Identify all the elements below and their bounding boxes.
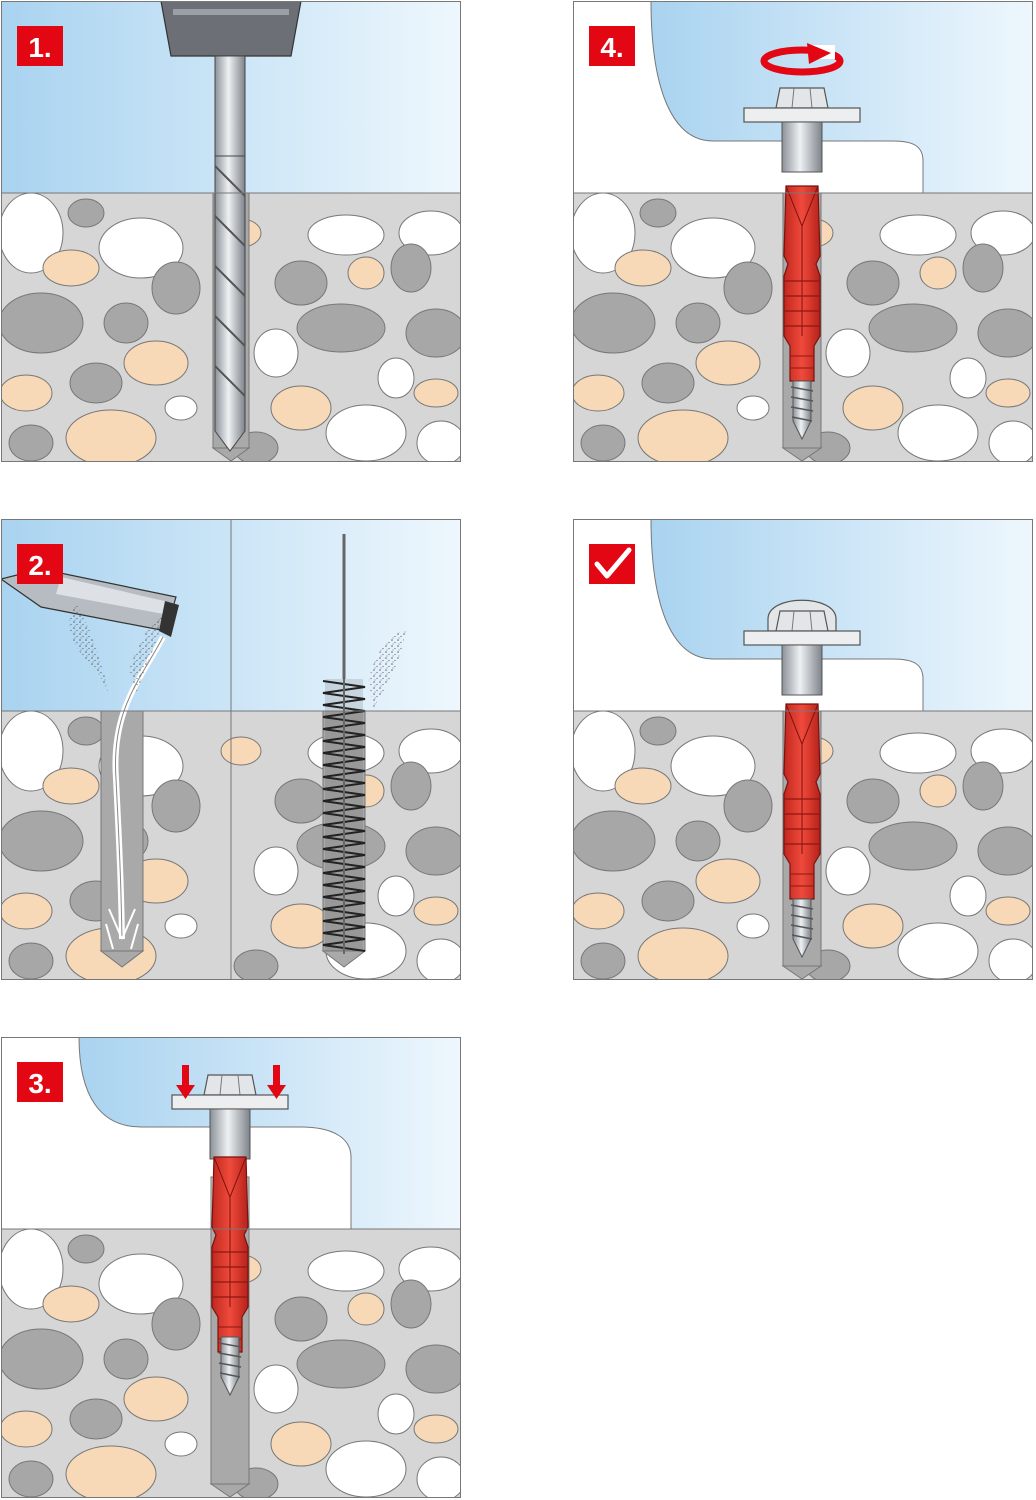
blow-pump-icon (1, 568, 179, 637)
step-3-panel: 3. (1, 1037, 461, 1498)
step-number: 4. (600, 32, 623, 63)
step-1-panel: 1. (1, 1, 461, 462)
cleaning-brush-icon (322, 534, 366, 954)
step-number: 1. (28, 32, 51, 63)
airflow-arrows-icon (105, 908, 139, 950)
drill-bit-icon (214, 55, 246, 157)
step-2-illustration: 2. (1, 519, 461, 980)
step-badge: 3. (17, 1062, 63, 1102)
step-badge: 4. (589, 26, 635, 66)
down-arrow-icon (176, 1065, 286, 1099)
check-icon (594, 547, 632, 579)
step-badge: 2. (17, 544, 63, 584)
step-done-panel (573, 519, 1033, 980)
step-done-illustration (573, 519, 1033, 980)
step-2-panel: 2. (1, 519, 461, 980)
anchor-icon (783, 185, 821, 382)
step-number: 3. (28, 1068, 51, 1099)
step-badge: 1. (17, 26, 63, 66)
rotate-arrow-icon (760, 43, 844, 76)
step-4-illustration: 4. (573, 1, 1033, 462)
step-number: 2. (28, 550, 51, 581)
done-badge (589, 544, 635, 584)
step-4-panel: 4. (573, 1, 1033, 462)
step-1-illustration: 1. (1, 1, 461, 462)
step-3-illustration: 3. (1, 1037, 461, 1498)
anchor-icon (783, 703, 821, 900)
